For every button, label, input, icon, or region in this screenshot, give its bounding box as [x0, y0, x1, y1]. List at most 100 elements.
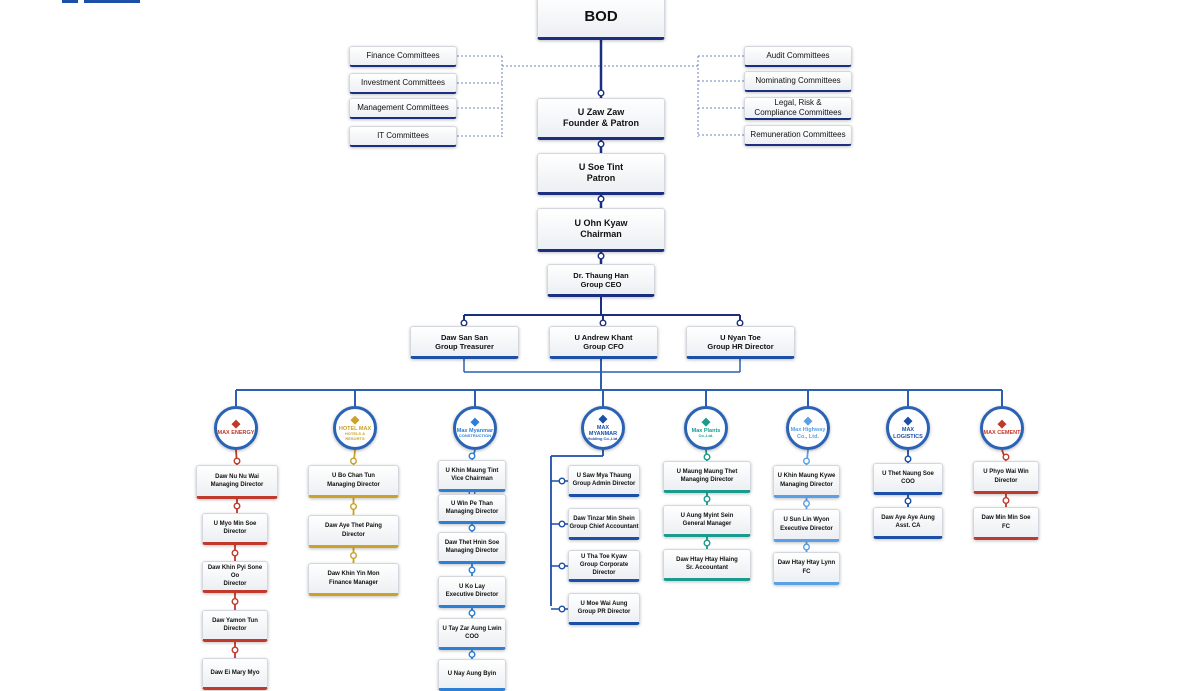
committee-left-3: IT Committees: [349, 126, 457, 147]
company-7-person-box-0-line-0: U Phyo Wai Win: [983, 469, 1029, 476]
committee-right-1: Nominating Committees: [744, 71, 852, 92]
company-2-person-box-4-line-0: U Tay Zar Aung Lwin: [442, 625, 502, 632]
chain-box-2-line-1: Chairman: [580, 229, 622, 239]
company-2-person-box-1-line-0: U Win Pe Than: [451, 500, 493, 507]
company-0-person-box-2: Daw Khin Pyi Sone Oo Director: [202, 561, 268, 593]
company-1-person-box-2-line-1: Finance Manager: [328, 579, 378, 586]
chain-box-0-line-0: U Zaw Zaw: [577, 107, 625, 118]
company-logo-text: HOTEL MAX: [338, 426, 372, 433]
connector-dot: [558, 605, 566, 613]
company-logo-text: MAX LOGISTICS: [893, 427, 923, 440]
corner-accent: [62, 0, 140, 3]
company-3-person-box-2-line-1: Group Corporate Director: [579, 561, 629, 577]
max-energy-mark-icon: ◆: [231, 418, 241, 431]
connector-dot: [803, 543, 811, 551]
max-plants-mark-icon: ◆: [701, 416, 711, 429]
committee-right-2-line-0: Legal, Risk &: [774, 98, 822, 108]
connector-dot: [1002, 453, 1010, 461]
company-2-person-box-4-line-1: COO: [465, 634, 479, 640]
company-logo-subtext: Co.,Ltd.: [698, 433, 714, 439]
company-7-person-box-1-line-0: Daw Min Min Soe: [981, 515, 1031, 522]
connector-dot: [468, 609, 476, 617]
committee-left-2: Management Committees: [349, 98, 457, 119]
max-myanmar-construction-mark-icon: ◆: [470, 416, 480, 429]
company-0-person-box-2-line-1: Director: [223, 581, 247, 588]
chain-box-1-line-0: U Soe Tint: [578, 162, 624, 173]
chain-box-2-line-0: U Ohn Kyaw: [574, 218, 628, 229]
max-energy-logo: ◆MAX ENERGY: [214, 406, 258, 450]
connector-dot: [597, 195, 605, 203]
company-0-person-box-2-line-0: Daw Khin Pyi Sone Oo: [207, 564, 263, 579]
group-officer-box-2-line-0: U Nyan Toe: [720, 332, 761, 342]
company-7-person-box-0-line-1: Director: [994, 477, 1018, 484]
chain-box-1-line-1: Patron: [586, 173, 616, 183]
company-logo-text: Max Plants: [691, 428, 721, 435]
company-1-person-box-0-line-0: U Bo Chan Tun: [332, 473, 375, 480]
connector-dot: [904, 497, 912, 505]
connector-dot: [558, 520, 566, 528]
company-4-person-box-0-line-0: U Maung Maung Thet: [676, 468, 738, 475]
company-logo-text: MAX MYANMAR: [588, 425, 618, 438]
chain-box-0-line-1: Founder & Patron: [563, 118, 639, 128]
connector-dot: [231, 549, 239, 557]
bod-box: BOD: [537, 0, 665, 40]
connector-dot: [231, 598, 239, 606]
connector-dot: [468, 651, 476, 659]
company-0-person-box-1-line-1: Director: [223, 529, 247, 535]
company-5-person-box-2-line-1: FC: [802, 568, 811, 575]
company-5-person-box-0-line-1: Managing Director: [780, 481, 833, 488]
company-3-person-box-1-line-0: Daw Tinzar Min Shein: [573, 515, 635, 522]
company-4-person-box-2-line-1: Sr. Accountant: [685, 565, 729, 571]
company-6-person-box-1-line-1: Asst. CA: [895, 523, 921, 529]
committee-right-2-line-1: Compliance Committees: [754, 108, 842, 117]
connector-dot: [803, 457, 811, 465]
committee-left-2-line-0: Management Committees: [357, 103, 449, 113]
connector-lines: [231, 40, 1010, 659]
group-officer-box-1-line-1: Group CFO: [583, 341, 624, 351]
company-3-person-box-2-line-0: U Tha Toe Kyaw: [581, 553, 627, 560]
group-officer-box-0-line-0: Daw San San: [440, 332, 489, 342]
connector-dot: [350, 457, 358, 465]
company-3-person-box-1-line-1: Group Chief Accountant: [569, 524, 639, 530]
chain-box-3-line-0: Dr. Thaung Han: [573, 270, 629, 280]
connector-dot: [1002, 497, 1010, 505]
company-2-person-box-0-line-0: U Khin Maung Tint: [445, 467, 499, 474]
max-cement-logo: ◆MAX CEMENT: [980, 406, 1024, 450]
max-cement-mark-icon: ◆: [997, 418, 1007, 431]
committee-right-1-line-0: Nominating Committees: [755, 76, 841, 86]
company-0-person-box-4-line-0: Daw Ei Mary Myo: [210, 669, 260, 676]
connector-dot: [597, 89, 605, 97]
company-2-person-box-2-line-0: Daw Thet Hnin Soe: [444, 539, 500, 546]
company-6-person-box-0-line-0: U Thet Naung Soe: [882, 470, 934, 477]
chain-box-3-line-1: Group CEO: [580, 279, 622, 289]
connector-dot: [803, 500, 811, 508]
connector-dot: [703, 453, 711, 461]
max-highway-mark-icon: ◆: [803, 415, 813, 428]
bod-label: BOD: [584, 7, 618, 25]
committee-left-1: Investment Committees: [349, 73, 457, 94]
connector-dot: [233, 457, 241, 465]
company-logo-subtext: HOTELS & RESORTS: [344, 431, 366, 441]
committee-left-1-line-0: Investment Committees: [360, 78, 446, 88]
max-logistics-mark-icon: ◆: [903, 415, 913, 428]
company-3-person-box-0-line-1: Group Admin Director: [572, 481, 636, 487]
company-1-person-box-1-line-1: Director: [341, 531, 365, 538]
company-logo-subtext: Holding Co.,Ltd.: [587, 436, 619, 442]
company-0-person-box-3-line-1: Director: [223, 626, 247, 632]
company-logo-text: Max Highway Co., Ltd.: [790, 427, 826, 440]
